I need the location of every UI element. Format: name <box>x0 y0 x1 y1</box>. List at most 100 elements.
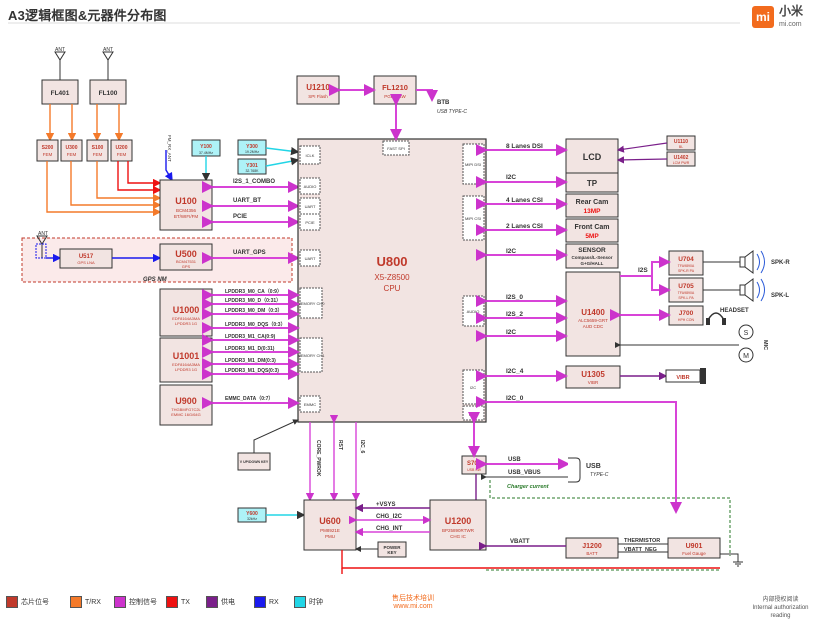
block-u1001[interactable]: U1001 EDF8164A3MA LPDDR3 1G <box>159 337 213 383</box>
block-u1402[interactable]: U1402 LCM PWR <box>666 151 696 167</box>
brand-site: mi.com <box>779 21 802 28</box>
block-u517[interactable]: U517 GPS LNA <box>59 248 113 269</box>
updown-ref: V UP/DOWN KEY <box>240 460 269 464</box>
y301-ref: Y301 <box>246 163 258 169</box>
u600-sub2: PMU <box>325 534 335 539</box>
block-s701[interactable]: S701 USB SW <box>461 455 487 475</box>
u705-ref: U705 <box>678 283 694 290</box>
u300-ref: U300 <box>66 145 78 151</box>
lcd-ref: LCD <box>583 152 602 162</box>
legend-item-clock: 时钟 <box>294 596 323 608</box>
footer-right-en: Internal authorization reading <box>752 605 809 619</box>
u704-ref: U704 <box>678 256 694 263</box>
u500-ref: U500 <box>175 249 197 259</box>
block-y600[interactable]: Y600 32kHz <box>237 507 267 523</box>
s701-sub: USB SW <box>467 468 482 472</box>
block-y300[interactable]: Y300 19.2MHz <box>237 139 267 156</box>
i2s-spk-label: I2S <box>638 267 648 274</box>
vibr-ref: VIBR <box>676 375 689 381</box>
i2c-sensor-label: I2C <box>506 248 516 255</box>
spk-l-label: SPK-L <box>771 293 789 299</box>
y600-ref: Y600 <box>246 511 258 517</box>
block-y301[interactable]: Y301 32.768K <box>237 158 267 175</box>
fm-rx-ant-label: FM_RX_ANT <box>167 135 172 162</box>
block-rear-cam[interactable]: Rear Cam 13MP <box>565 193 619 218</box>
u200-sub: FEM <box>117 152 127 157</box>
block-lcd[interactable]: LCD <box>565 138 619 174</box>
u1001-sub: EDF8164A3MA <box>172 362 200 367</box>
u1110-sub: BL <box>679 145 683 149</box>
s100-ref: S100 <box>92 145 104 151</box>
cpu-port-mipi-csi: MIPI CSI <box>465 216 481 221</box>
speaker-r-icon <box>703 250 765 274</box>
u704-sub: TFA9890A <box>678 264 695 268</box>
page-title: A3逻辑框图&元器件分布图 <box>8 8 167 23</box>
block-j700[interactable]: J700 HPH CON <box>668 305 704 326</box>
block-u705[interactable]: U705 TFA9890A SPK-L PA <box>668 277 704 303</box>
u500-sub: BCM47531 <box>176 259 197 264</box>
uart-gps-label: UART_GPS <box>233 250 266 256</box>
legend-item-rx: RX <box>254 596 279 608</box>
lpddr3-m0-d-label: LPDDR3_M0_D（0:31） <box>225 298 281 304</box>
block-fl401[interactable]: FL401 <box>41 79 79 105</box>
fl1210-ref: FL1210 <box>382 83 408 92</box>
usb-label: USB <box>586 463 601 470</box>
cpu-port-mem0: MEMORY CH0 <box>298 301 326 306</box>
block-u1110[interactable]: U1110 BL <box>666 135 696 151</box>
cpu-port-i2c: I2C <box>470 385 476 390</box>
s200-ref: S200 <box>42 145 54 151</box>
u100-sub: BCM4356 <box>176 208 197 213</box>
mic-icon: S M <box>738 324 754 363</box>
block-u1400[interactable]: U1400 ALC5659-GRT AUD CDC <box>565 271 621 357</box>
block-u800-cpu[interactable]: U800 X5-Z8500 CPU <box>297 138 487 423</box>
vbatt-label: VBATT <box>510 539 530 545</box>
block-s100[interactable]: S100 FEM <box>86 139 109 162</box>
footer-authorization: 内部授权阅读 Internal authorization reading <box>742 596 819 620</box>
front-cam-sub: 5MP <box>585 233 599 240</box>
block-u704[interactable]: U704 TFA9890A SPK-R PA <box>668 250 704 276</box>
block-u1000[interactable]: U1000 EDF8164A3MA LPDDR3 1G <box>159 288 213 337</box>
block-u300[interactable]: U300 FEM <box>60 139 83 162</box>
legend-swatch <box>166 596 178 608</box>
u300-sub: FEM <box>67 152 77 157</box>
vibrator-motor[interactable]: VIBR <box>665 368 706 384</box>
legend-item-power: 供电 <box>206 596 235 608</box>
block-u500[interactable]: U500 BCM47531 GPS <box>159 243 213 271</box>
block-sensor[interactable]: SENSOR Compass/L-Sensor G+G/HALL <box>565 243 619 269</box>
block-u600[interactable]: U600 PM8921E PMU <box>303 499 357 551</box>
block-tp[interactable]: TP <box>565 172 619 193</box>
lpddr3-m0-dqs-label: LPDDR3_M0_DQS（0:3） <box>225 322 286 328</box>
charger-current-label: Charger current <box>507 484 550 490</box>
block-s200[interactable]: S200 FEM <box>36 139 59 162</box>
legend-label: 芯片位号 <box>21 598 49 606</box>
block-j1200[interactable]: J1200 BATT <box>565 537 619 559</box>
block-fl1210[interactable]: FL1210 PGRD SW <box>373 75 417 105</box>
block-u900[interactable]: U900 THGBMFG7C2L EMMC 16G/64G <box>159 384 213 426</box>
volume-updown-key[interactable]: V UP/DOWN KEY <box>237 452 271 471</box>
u500-sub2: GPS <box>182 264 191 269</box>
cpu-port-uart: UART <box>305 256 316 261</box>
block-u200[interactable]: U200 FEM <box>110 139 133 162</box>
thermistor-label: THERMISTOR <box>624 538 660 544</box>
vbatt-neg-label: VBATT_NEG <box>624 547 657 553</box>
block-y100[interactable]: Y100 37.4MHz <box>191 139 221 157</box>
block-front-cam[interactable]: Front Cam 5MP <box>565 218 619 243</box>
u1001-ref: U1001 <box>173 351 200 361</box>
block-fl100[interactable]: FL100 <box>89 79 127 105</box>
u1200-sub: BP25890RTWR <box>442 528 475 533</box>
block-u100[interactable]: U100 BCM4356 BT/WIFI/FM <box>159 179 213 231</box>
legend-swatch <box>294 596 306 608</box>
antenna-label: ANT <box>103 47 113 53</box>
legend-swatch <box>70 596 82 608</box>
power-key-sub: KEY <box>387 550 396 555</box>
antenna-label: ANT <box>38 231 48 237</box>
block-u1210[interactable]: U1210 SPI Flash <box>296 75 340 105</box>
block-u1305[interactable]: U1305 VIBR <box>565 365 621 389</box>
block-u1200[interactable]: U1200 BP25890RTWR CHG IC <box>429 499 487 551</box>
block-u901[interactable]: U901 Fuel Gauge <box>667 537 721 559</box>
footer-right-text: 内部授权阅读 <box>762 597 799 603</box>
u800-sub2: CPU <box>384 284 401 293</box>
i2s1-combo-label: I2S_1_COMBO <box>233 179 275 185</box>
power-key[interactable]: POWER KEY <box>377 541 407 558</box>
j1200-sub: BATT <box>586 551 597 556</box>
